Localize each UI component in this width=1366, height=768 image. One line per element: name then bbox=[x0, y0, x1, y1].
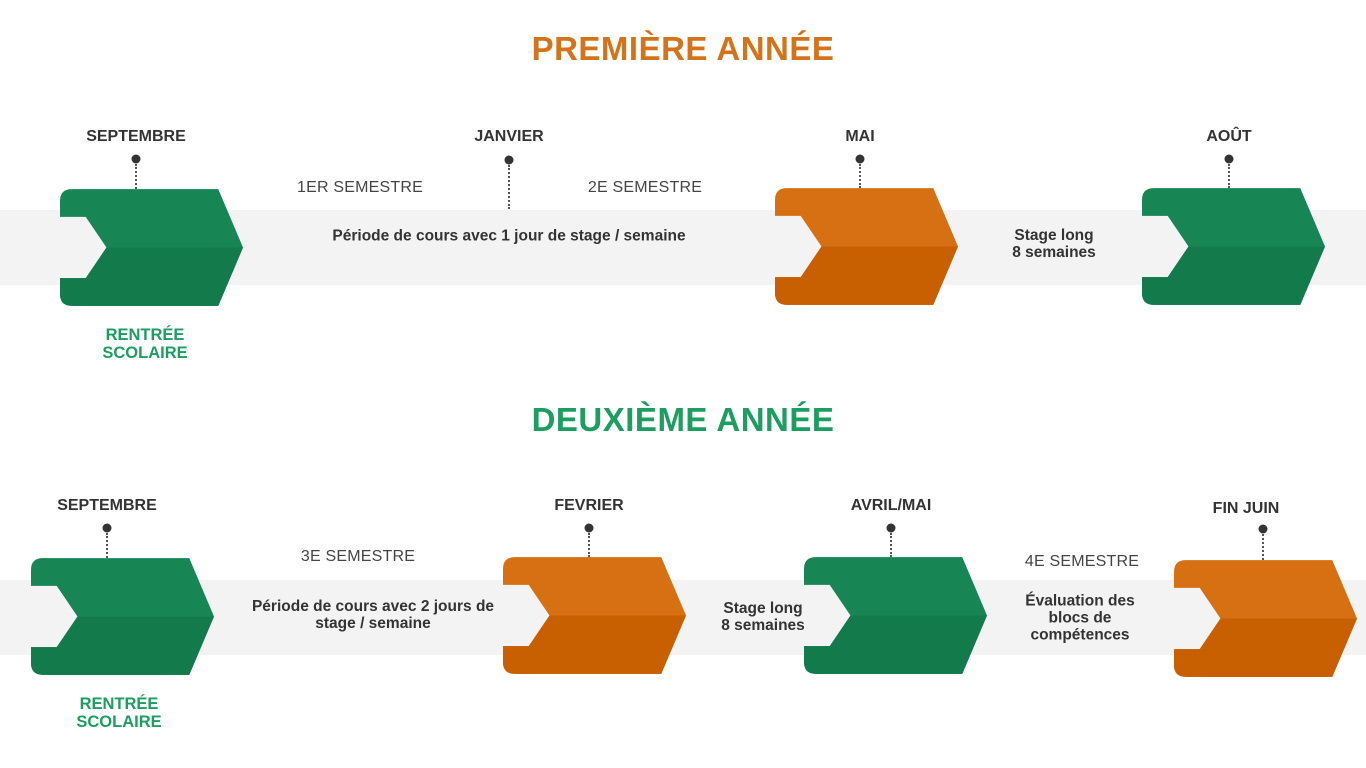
year1-milestone-dot bbox=[131, 154, 141, 164]
year1-title: PREMIÈRE ANNÉE bbox=[531, 30, 835, 67]
year2-milestone-stem bbox=[106, 533, 108, 558]
year2-month-avril-mai: AVRIL/MAI bbox=[850, 497, 932, 514]
year2-chevron-fevrier bbox=[503, 557, 686, 674]
year1-month-mai: MAI bbox=[845, 128, 875, 145]
year1-chevron-septembre bbox=[60, 189, 243, 306]
year2-title: DEUXIÈME ANNÉE bbox=[531, 401, 835, 438]
year2-month-fin-juin: FIN JUIN bbox=[1212, 500, 1280, 517]
year1-milestone-stem bbox=[135, 164, 137, 189]
year1-month-aout: AOÛT bbox=[1206, 128, 1252, 145]
year1-milestone-dot bbox=[504, 155, 514, 165]
year1-chevron-mai bbox=[775, 188, 958, 305]
year1-milestone-stem bbox=[1228, 164, 1230, 188]
year2-milestone-stem bbox=[890, 533, 892, 557]
year1-month-septembre: SEPTEMBRE bbox=[86, 128, 186, 145]
year2-month-fevrier: FEVRIER bbox=[554, 497, 624, 514]
year2-assessment: Évaluation des blocs de compétences bbox=[1025, 592, 1135, 644]
year1-semester-1: 1ER SEMESTRE bbox=[297, 179, 423, 196]
year1-chevron-aout bbox=[1142, 188, 1325, 305]
year2-milestone-stem bbox=[588, 533, 590, 557]
year2-milestone-stem bbox=[1262, 534, 1264, 560]
year2-semester-4: 4E SEMESTRE bbox=[1024, 553, 1140, 570]
year2-milestone-dot bbox=[102, 523, 112, 533]
year1-milestone-dot bbox=[1224, 154, 1234, 164]
year2-rentree-label: RENTRÉE SCOLAIRE bbox=[76, 695, 162, 731]
year2-semester-3: 3E SEMESTRE bbox=[300, 548, 416, 565]
year2-milestone-dot bbox=[1258, 524, 1268, 534]
year2-chevron-septembre bbox=[31, 558, 214, 675]
year2-month-septembre: SEPTEMBRE bbox=[57, 497, 157, 514]
year1-milestone-dot bbox=[855, 154, 865, 164]
year1-long-internship: Stage long 8 semaines bbox=[1012, 227, 1096, 261]
year2-course-period: Période de cours avec 2 jours de stage /… bbox=[251, 598, 495, 632]
year1-month-janvier: JANVIER bbox=[474, 128, 544, 145]
year2-chevron-avril-mai bbox=[804, 557, 987, 674]
year2-milestone-dot bbox=[584, 523, 594, 533]
year2-milestone-dot bbox=[886, 523, 896, 533]
year1-rentree-label: RENTRÉE SCOLAIRE bbox=[102, 326, 188, 362]
year2-long-internship: Stage long 8 semaines bbox=[721, 600, 805, 634]
year2-chevron-fin-juin bbox=[1174, 560, 1357, 677]
year1-milestone-stem bbox=[859, 164, 861, 188]
year1-milestone-stem bbox=[508, 165, 510, 209]
year1-course-period: Période de cours avec 1 jour de stage / … bbox=[332, 227, 686, 245]
year1-semester-2: 2E SEMESTRE bbox=[587, 179, 703, 196]
